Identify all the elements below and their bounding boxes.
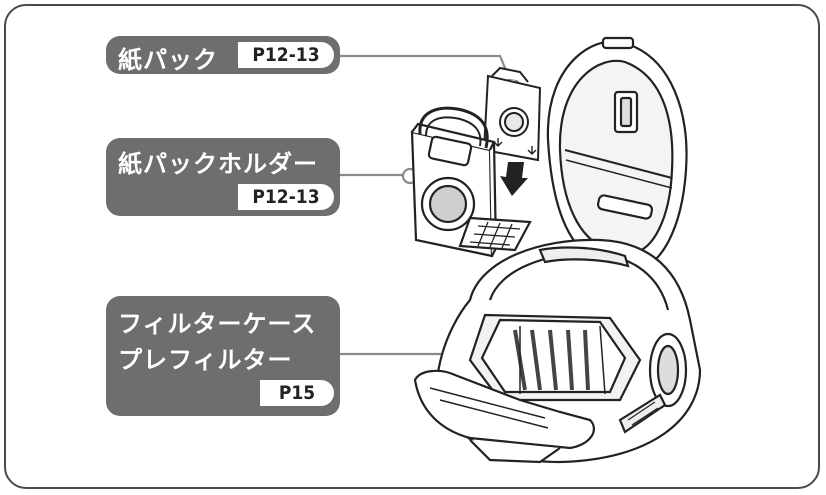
paper-pack [482, 66, 542, 162]
label-paper-pack-text: 紙パック [118, 46, 218, 74]
label-paper-pack-holder: 紙パックホルダー P12-13 [106, 138, 340, 216]
label-filter-case-text: フィルターケース [118, 310, 317, 338]
paper-pack-holder [410, 106, 532, 258]
label-paper-pack-holder-text: 紙パックホルダー [118, 150, 318, 178]
page-ref-filter-case: P15 [260, 380, 334, 406]
label-paper-pack: 紙パック P12-13 [106, 36, 340, 74]
insert-arrow [500, 162, 528, 196]
vacuum-lid [546, 36, 688, 270]
label-filter-case: フィルターケース プレフィルター P15 [106, 296, 340, 416]
vacuum-body [413, 238, 702, 464]
label-pre-filter-text: プレフィルター [118, 346, 293, 374]
page-ref-paper-pack: P12-13 [238, 42, 334, 68]
page-ref-paper-pack-holder: P12-13 [238, 184, 334, 210]
